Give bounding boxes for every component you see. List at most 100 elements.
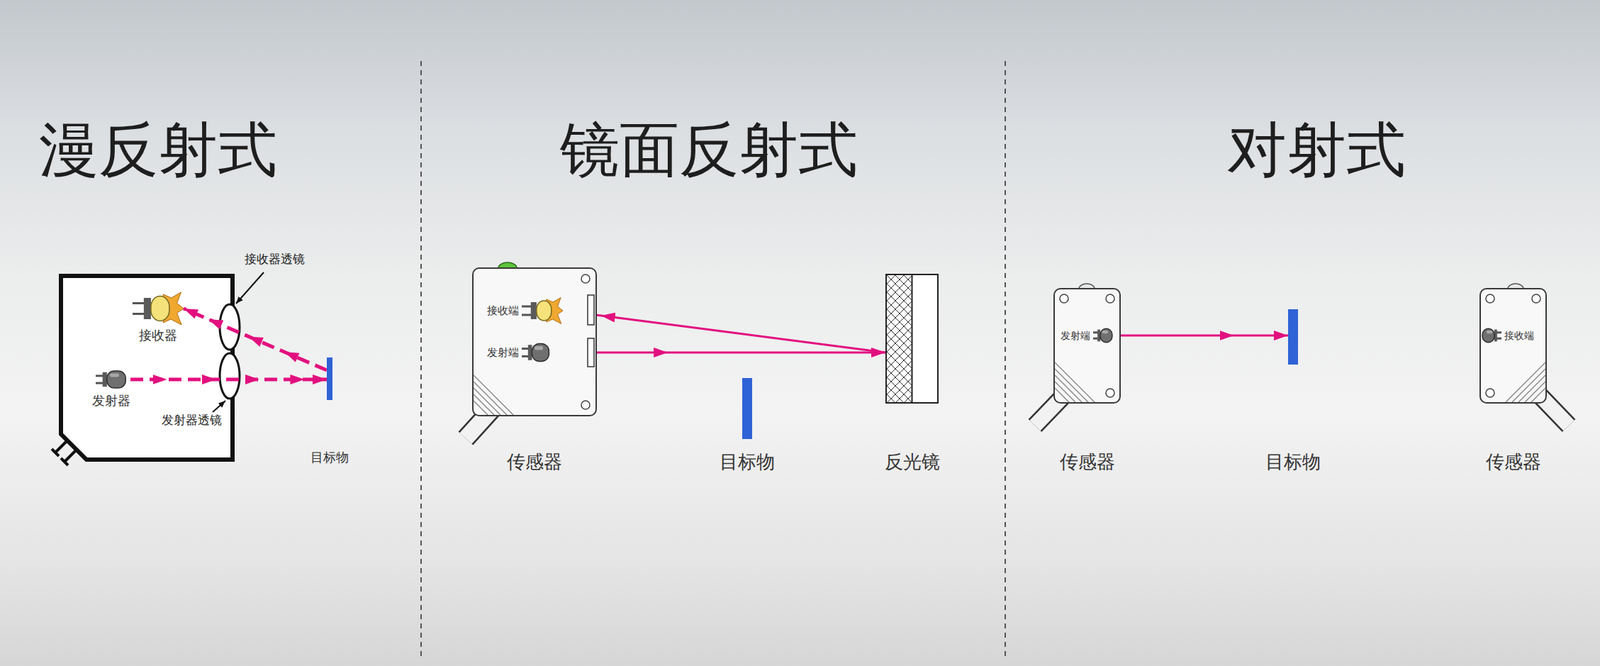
section-title: 漫反射式 [38, 115, 278, 185]
bulb-highlight [1102, 330, 1109, 334]
part-label: 接收器透镜 [244, 252, 305, 267]
grip-stripe [1531, 387, 1546, 402]
plug-prong [521, 347, 529, 350]
grip-stripe [1518, 375, 1546, 402]
node-label: 传感器 [1059, 450, 1116, 473]
emitter: 发射端 [1060, 325, 1113, 346]
node-label: 目标物 [1265, 450, 1321, 473]
sensor-housing-detail [1480, 289, 1546, 402]
plug-prong [1093, 331, 1099, 334]
grip-stripe [1054, 375, 1082, 402]
grip-stripe [473, 375, 514, 415]
emitter-bulb [107, 370, 126, 388]
section-title: 镜面反射式 [560, 115, 858, 185]
emitter: 发射器 [92, 367, 131, 409]
receiver-icon [132, 290, 184, 327]
sensor-body: 传感器发射端 [1053, 287, 1121, 404]
grip-stripe [473, 394, 495, 415]
receiver-icon [521, 296, 563, 325]
bulb-base [530, 301, 537, 320]
bulb-base [528, 344, 533, 361]
light-beam [550, 351, 886, 354]
screw-hole [1485, 388, 1495, 397]
receiver: 接收端 [1481, 325, 1535, 346]
grip-stripe [473, 387, 501, 415]
plug-prong [1093, 337, 1099, 340]
target-object: 目标物 [1288, 309, 1299, 365]
grip-stripe [1524, 381, 1546, 402]
light-beam [562, 310, 886, 353]
emitter-bulb [1482, 328, 1495, 343]
plug-prong [132, 301, 146, 305]
lens-window [587, 338, 595, 367]
emitter-bulb [1100, 328, 1113, 343]
cable-stub [51, 440, 77, 466]
node-label: 接收端 [1504, 329, 1535, 342]
icon-group [1093, 328, 1113, 343]
light-beam [130, 377, 327, 382]
icon-group [1482, 328, 1502, 343]
receiver: 接收器 [132, 290, 184, 344]
lens-window [587, 294, 595, 325]
emitter: 发射端 [487, 339, 551, 366]
emitter-icon [1093, 325, 1113, 346]
leader-line [212, 400, 226, 412]
sensor-body: 传感器接收端发射端 [472, 267, 597, 417]
emitter-icon [95, 367, 127, 392]
plug-prong [521, 314, 533, 317]
receiver: 接收端 [487, 296, 563, 325]
screw-hole [581, 274, 590, 283]
plug-prong [1496, 331, 1502, 334]
node-label: 目标物 [719, 450, 775, 473]
panel-divider [420, 60, 422, 658]
reflector-detail [886, 275, 938, 402]
node-label: 发射端 [1060, 329, 1091, 342]
node-label: 发射端 [487, 345, 519, 359]
target-object: 目标物 [326, 357, 333, 400]
grip-stripe [473, 400, 488, 415]
node-label: 接收器 [138, 327, 178, 344]
light-beam [183, 308, 327, 371]
part-label: 发射器透镜 [161, 413, 222, 428]
grip-stripe [473, 381, 507, 415]
grip-stripe [1505, 362, 1546, 402]
plug-prong [521, 355, 529, 358]
plug-prong [132, 312, 146, 315]
node-label: 反光镜 [884, 450, 941, 473]
grip-stripe [1054, 368, 1089, 402]
plug-prong [1496, 337, 1502, 340]
panel-divider [1004, 60, 1006, 658]
grip-stripe [1054, 362, 1095, 402]
bulb-highlight [534, 345, 544, 350]
plug-prong [95, 382, 104, 385]
bulb-base [102, 372, 108, 387]
emitter-icon [1481, 325, 1502, 346]
sensor-body: 传感器接收端 [1479, 287, 1547, 404]
reflector: 反光镜 [885, 273, 939, 404]
screw-hole [1105, 294, 1115, 303]
target-object: 目标物 [742, 377, 753, 439]
icon-group [521, 343, 549, 361]
icon-group [95, 370, 126, 388]
screw-hole [581, 400, 590, 410]
sensor-housing-detail [1054, 289, 1120, 402]
node-label: 传感器 [1485, 450, 1542, 473]
bulb-base [143, 297, 151, 320]
screw-hole [1059, 294, 1069, 303]
leader-line [236, 272, 264, 304]
bulb-highlight [109, 373, 120, 378]
sensor-housing-detail [473, 268, 596, 415]
grip-stripe [1054, 381, 1076, 402]
node-label: 接收端 [487, 304, 519, 317]
node-label: 发射器 [92, 392, 131, 409]
sensor-housing [60, 275, 233, 460]
plug-prong [95, 374, 104, 377]
emitter-lens [219, 353, 240, 399]
reflector-edge [911, 275, 914, 402]
screw-hole [1485, 294, 1495, 303]
screw-hole [1105, 388, 1115, 397]
bulb-highlight [1486, 330, 1493, 334]
node-label: 传感器 [506, 450, 563, 473]
